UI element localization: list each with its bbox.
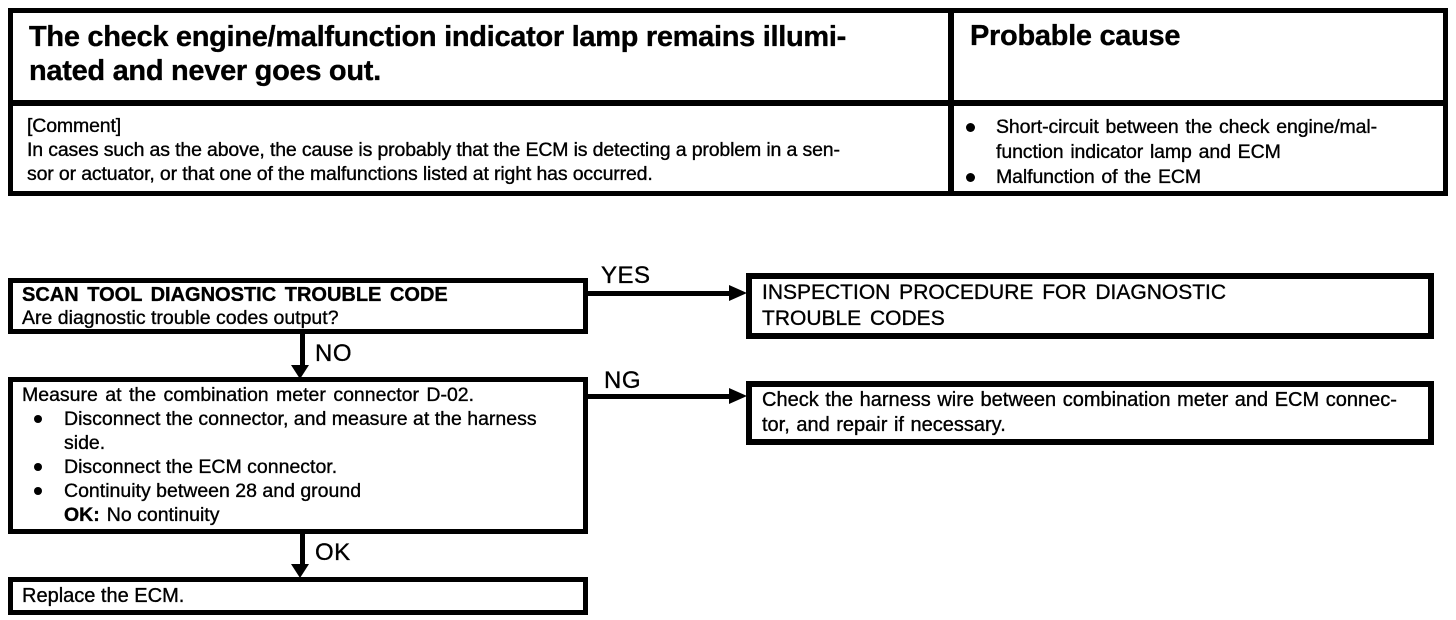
measure-bullet-text: Disconnect the ECM connector. — [64, 456, 338, 478]
no-arrowhead-icon — [291, 365, 309, 379]
ng-arrow-line — [586, 394, 730, 399]
ng-result-box: Check the harness wire between combinati… — [746, 381, 1434, 445]
cause-text: Short-circuit between the check engine/m… — [996, 116, 1378, 163]
yes-result-box: INSPECTION PROCEDURE FOR DIAGNOSTIC TROU… — [746, 273, 1434, 339]
yes-arrowhead-icon — [729, 285, 747, 301]
measure-bullet-text: Disconnect the connector, and measure at… — [64, 408, 537, 454]
symptom-title: The check engine/malfunction indicator l… — [13, 13, 948, 100]
measure-bullet-item: Disconnect the ECM connector. — [22, 455, 574, 479]
cause-text: Malfunction of the ECM — [996, 166, 1201, 188]
cause-item: Malfunction of the ECM — [954, 165, 1439, 190]
ng-branch-label: NG — [604, 367, 641, 394]
step-scan-tool-question: Are diagnostic trouble codes output? — [22, 307, 339, 329]
ok-condition: OK: No continuity — [64, 503, 574, 527]
ok-arrow-line — [300, 533, 305, 566]
ok-arrowhead-icon — [291, 564, 309, 578]
step-measure-box: Measure at the combination meter connect… — [8, 377, 588, 534]
probable-cause-header: Probable cause — [954, 13, 1443, 100]
no-arrow-line — [300, 333, 305, 367]
bullet-icon — [966, 123, 975, 132]
comment-text: [Comment] In cases such as the above, th… — [13, 106, 948, 191]
bullet-icon — [966, 173, 975, 182]
yes-arrow-line — [586, 291, 730, 296]
cause-item: Short-circuit between the check engine/m… — [954, 115, 1439, 165]
bullet-icon — [34, 487, 42, 495]
ng-arrowhead-icon — [729, 388, 747, 404]
probable-cause-list: Short-circuit between the check engine/m… — [954, 106, 1443, 191]
step-measure-title: Measure at the combination meter connect… — [22, 384, 475, 406]
step-scan-tool-title: SCAN TOOL DIAGNOSTIC TROUBLE CODE — [22, 284, 448, 306]
symptom-table: The check engine/malfunction indicator l… — [8, 8, 1448, 196]
step-scan-tool-box: SCAN TOOL DIAGNOSTIC TROUBLE CODE Are di… — [8, 278, 588, 334]
ok-condition-label: OK: — [64, 504, 100, 526]
ok-branch-label: OK — [315, 539, 351, 566]
bullet-icon — [34, 463, 42, 471]
no-branch-label: NO — [315, 340, 352, 367]
measure-bullet-item: Disconnect the connector, and measure at… — [22, 407, 574, 455]
bullet-icon — [34, 415, 42, 423]
final-step-box: Replace the ECM. — [8, 577, 588, 615]
yes-branch-label: YES — [601, 262, 651, 289]
ok-condition-text: No continuity — [106, 504, 220, 526]
measure-bullet-item: Continuity between 28 and ground — [22, 479, 574, 503]
measure-bullet-text: Continuity between 28 and ground — [64, 480, 362, 502]
